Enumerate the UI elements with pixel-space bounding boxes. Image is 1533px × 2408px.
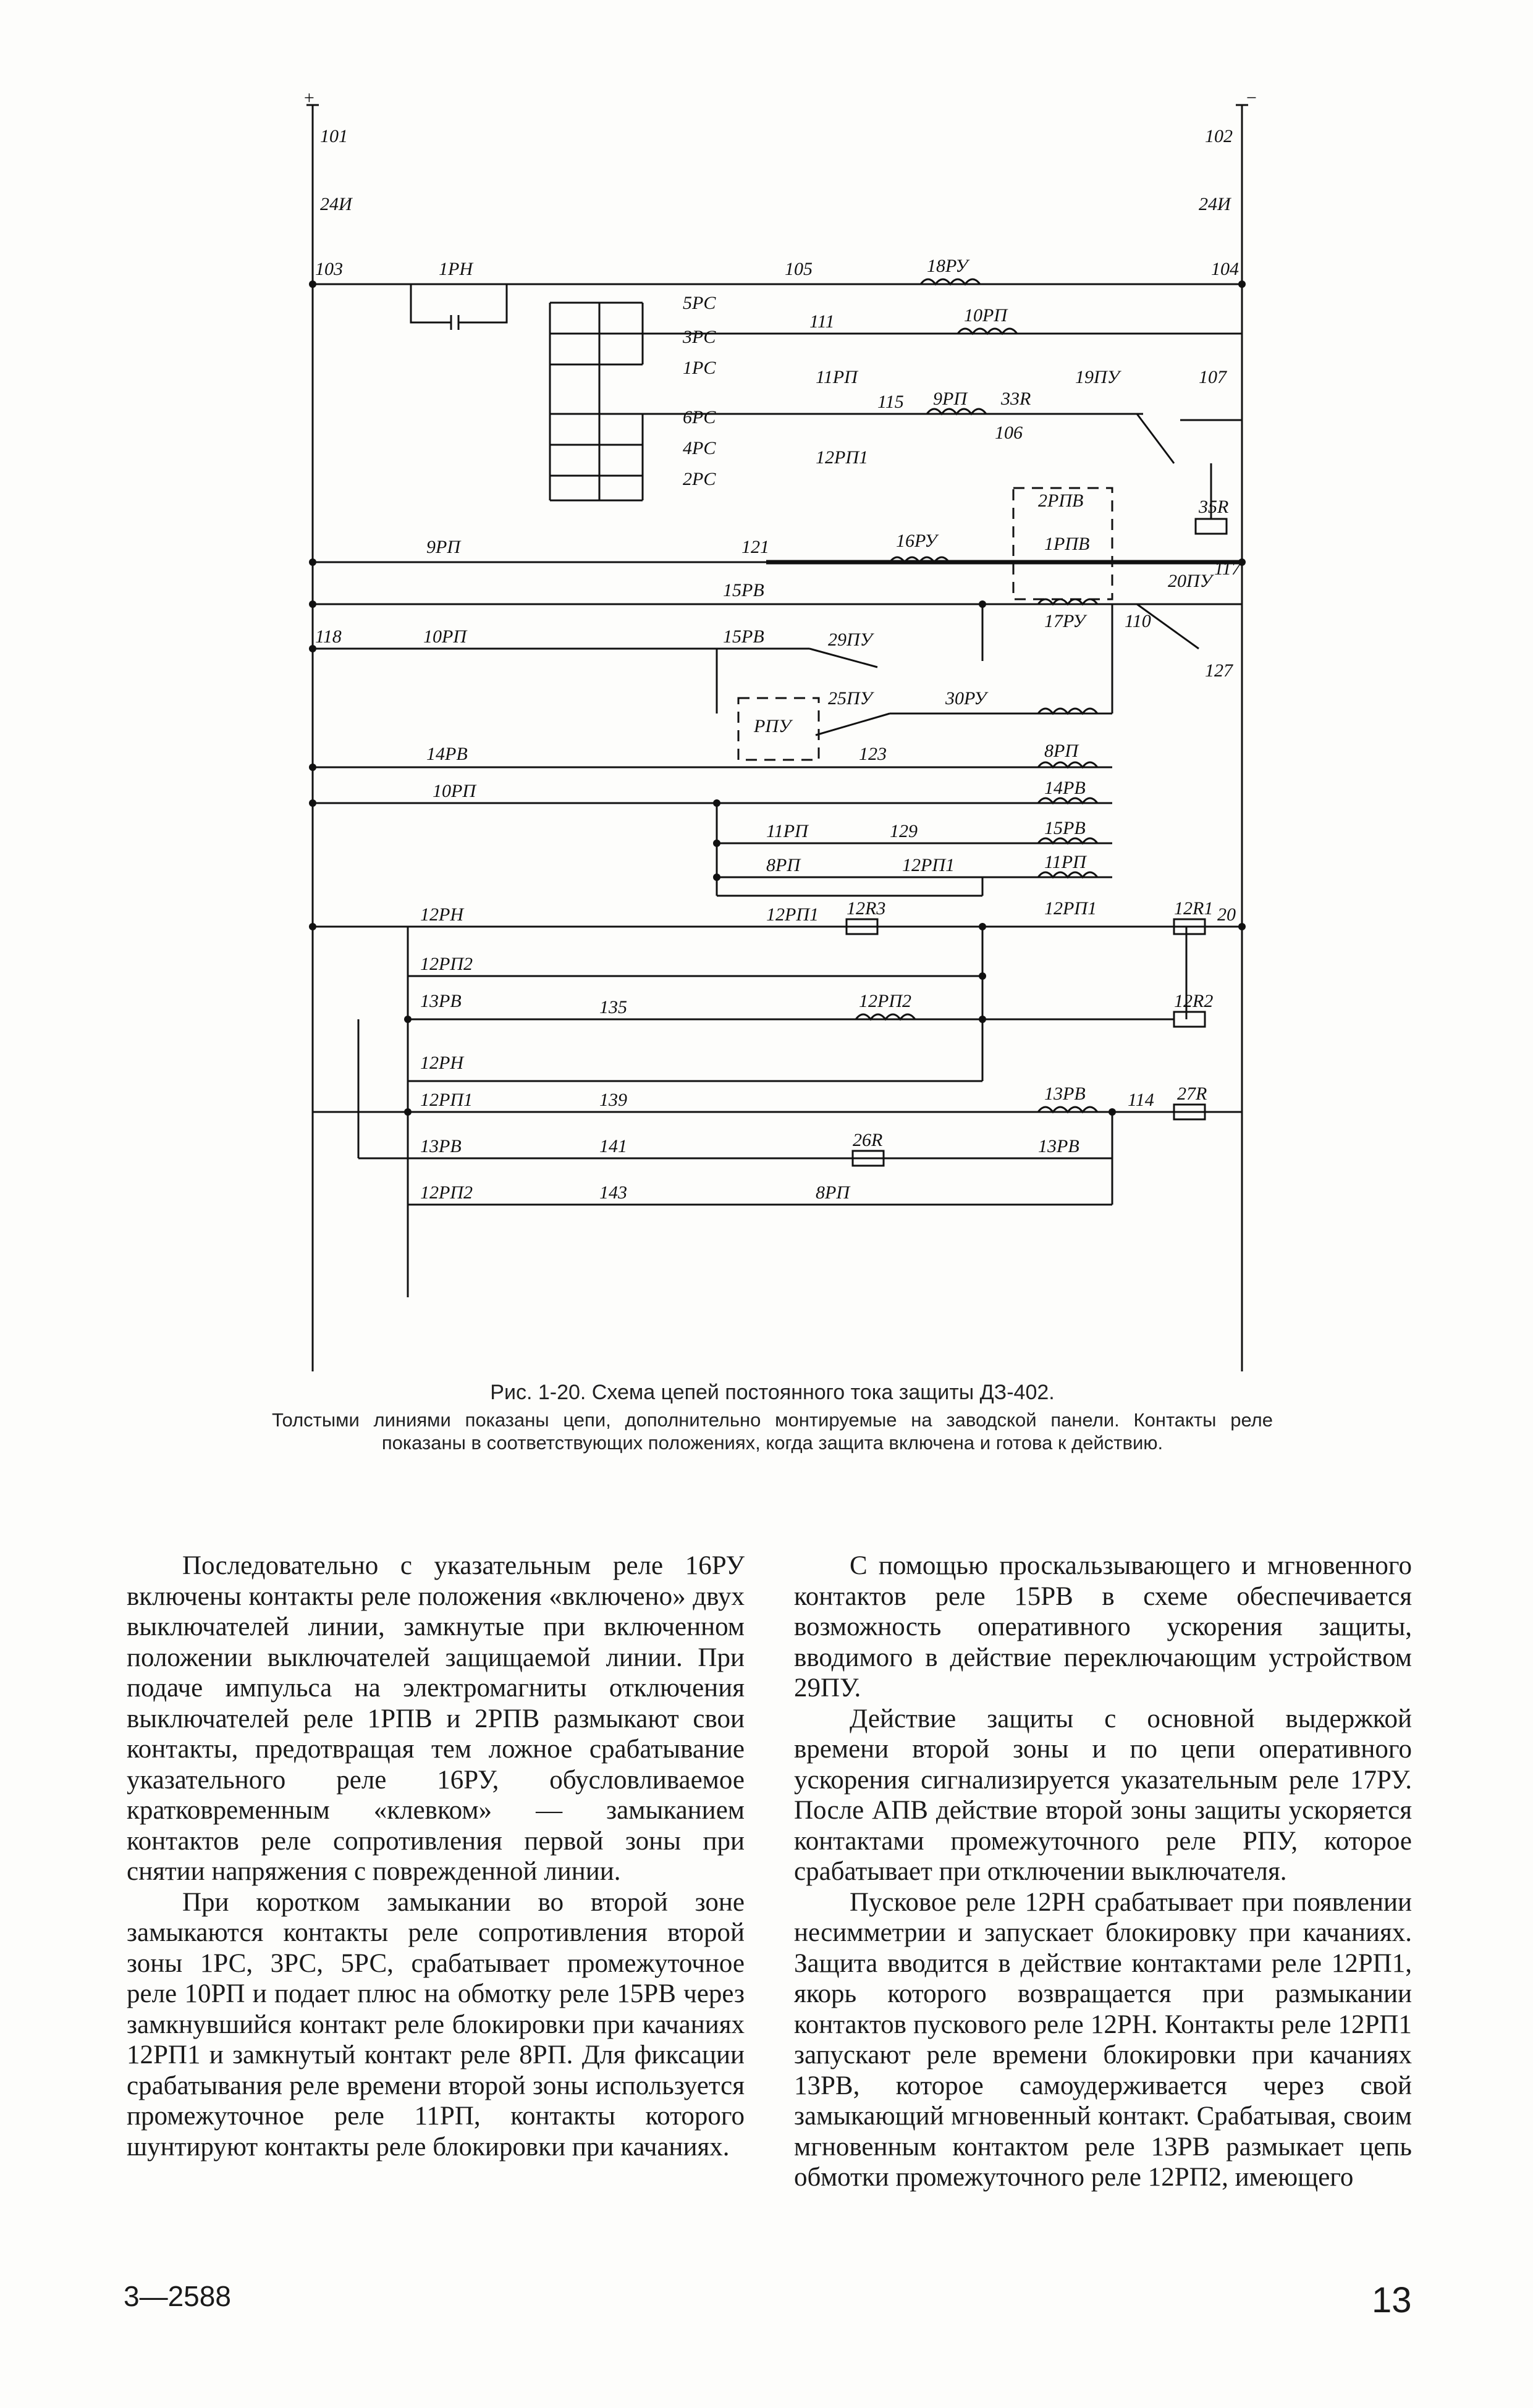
- node-121-label: 121: [741, 537, 769, 557]
- switch-25pu-label: 25ПУ: [828, 688, 875, 709]
- node-139-label: 139: [599, 1090, 627, 1110]
- relay-10rp-label: 10РП: [964, 305, 1008, 326]
- node-105-label: 105: [785, 259, 813, 279]
- node-123-label: 123: [859, 744, 887, 764]
- contact-10rp-label: 10РП: [423, 626, 468, 647]
- node-106-label: 106: [995, 423, 1023, 443]
- node-20-label: 20: [1217, 904, 1236, 925]
- contact-14rv-label: 14РВ: [426, 744, 468, 764]
- node-118-label: 118: [315, 626, 342, 647]
- node-103-label: 103: [315, 259, 343, 279]
- relay-9rp-label: 9РП: [933, 389, 968, 409]
- node-117-label: 117: [1214, 558, 1242, 579]
- contact-8rp-b-label: 8РП: [816, 1182, 851, 1203]
- node-143-label: 143: [599, 1182, 627, 1203]
- switch-29pu-label: 29ПУ: [828, 629, 875, 650]
- contact-12rp2-b-label: 12РП2: [420, 1182, 473, 1203]
- paragraph: Последовательно с указательным реле 16РУ…: [127, 1551, 745, 1886]
- contact-1rs-label: 1РС: [683, 358, 716, 378]
- paragraph: Действие защиты с основной выдержкой вре…: [794, 1704, 1412, 1887]
- contact-9rp-label: 9РП: [426, 537, 462, 557]
- resistor-26r-label: 26R: [853, 1130, 882, 1150]
- caption-title: Рис. 1-20. Схема цепей постоянного тока …: [490, 1381, 1055, 1404]
- node-115-label: 115: [877, 392, 904, 412]
- node-104-label: 104: [1211, 259, 1239, 279]
- text-column-left: Последовательно с указательным реле 16РУ…: [127, 1551, 745, 2162]
- node-129-label: 129: [890, 821, 918, 841]
- switch-19pu-label: 19ПУ: [1075, 367, 1122, 387]
- contact-6rs-label: 6РС: [683, 407, 716, 427]
- contact-13rv-b-label: 13РВ: [420, 1136, 462, 1156]
- contact-13rv-c-label: 13РВ: [1038, 1136, 1079, 1156]
- contact-12rp1-b-label: 12РП1: [766, 904, 819, 925]
- resistor-12r2-label: 12R2: [1174, 991, 1213, 1011]
- contact-2rs-label: 2РС: [683, 469, 716, 489]
- contact-5rs-label: 5РС: [683, 293, 716, 313]
- relay-15rv-label: 15РВ: [1044, 818, 1086, 838]
- contact-12rp1-label: 12РП1: [902, 855, 955, 875]
- node-111-label: 111: [809, 311, 835, 332]
- relay-rpu-label: РПУ: [753, 716, 793, 736]
- minus-label: −: [1245, 93, 1257, 108]
- node-101-label: 101: [320, 126, 348, 146]
- contact-10rp-b-label: 10РП: [433, 781, 477, 801]
- contact-3rs-label: 3РС: [682, 327, 716, 347]
- paragraph: При коротком замыкании во второй зоне за…: [127, 1887, 745, 2162]
- contact-12rn-label: 12РН: [420, 904, 465, 925]
- resistor-12r1-label: 12R1: [1174, 898, 1213, 919]
- contact-13rv-label: 13РВ: [420, 991, 462, 1011]
- node-110-label: 110: [1125, 611, 1151, 631]
- relay-13rv-label: 13РВ: [1044, 1084, 1086, 1104]
- contact-12rp2-label: 12РП2: [420, 954, 473, 974]
- relay-14rv-label: 14РВ: [1044, 778, 1086, 798]
- relay-17ru-label: 17РУ: [1044, 611, 1087, 631]
- relay-18ru-label: 18РУ: [927, 256, 970, 276]
- relay-2rpv-label: 2РПВ: [1038, 490, 1083, 511]
- node-102-label: 102: [1205, 126, 1233, 146]
- text-column-right: С помощью проскальзывающего и мгновенног…: [794, 1551, 1412, 2193]
- figure-caption: Рис. 1-20. Схема цепей постоянного тока …: [272, 1381, 1273, 1454]
- contact-15rv-b-label: 15РВ: [723, 626, 764, 647]
- resistor-35r-label: 35R: [1198, 497, 1228, 517]
- paragraph: С помощью проскальзывающего и мгновенног…: [794, 1551, 1412, 1703]
- resistor-12r3-label: 12R3: [847, 898, 885, 919]
- relay-12rp1-label: 12РП1: [816, 447, 868, 468]
- relay-30ru-label: 30РУ: [945, 688, 989, 709]
- node-107-label: 107: [1199, 367, 1228, 387]
- caption-description: Толстыми линиями показаны цепи, дополнит…: [272, 1409, 1273, 1454]
- node-127-label: 127: [1205, 660, 1234, 681]
- resistor-33r-label: 33R: [1000, 389, 1031, 409]
- contact-12rn-b-label: 12РН: [420, 1053, 465, 1073]
- relay-8rp-label: 8РП: [1044, 741, 1079, 761]
- terminal-24i-right-label: 24И: [1199, 194, 1232, 214]
- contact-4rs-label: 4РС: [683, 438, 716, 458]
- relay-12rp2-label: 12РП2: [859, 991, 911, 1011]
- terminal-24i-left-label: 24И: [320, 194, 353, 214]
- relay-11rp-b-label: 11РП: [1044, 852, 1087, 872]
- relay-16ru-label: 16РУ: [896, 531, 939, 551]
- relay-1rn-label: 1РН: [439, 259, 474, 279]
- node-114-label: 114: [1128, 1090, 1154, 1110]
- page-number: 13: [1372, 2280, 1412, 2320]
- relay-12rp1-b-label: 12РП1: [1044, 898, 1097, 919]
- plus-label: +: [303, 93, 315, 108]
- paragraph: Пусковое реле 12РН срабатывает при появл…: [794, 1887, 1412, 2192]
- contact-15rv-a-label: 15РВ: [723, 580, 764, 600]
- signature-mark: 3—2588: [124, 2280, 231, 2312]
- node-141-label: 141: [599, 1136, 627, 1156]
- relay-1rpv-label: 1РПВ: [1044, 534, 1089, 554]
- contact-11rp-label: 11РП: [766, 821, 809, 841]
- contact-8rp-label: 8РП: [766, 855, 801, 875]
- relay-11rp-label: 11РП: [816, 367, 859, 387]
- switch-20pu-label: 20ПУ: [1168, 571, 1215, 591]
- resistor-27r-label: 27R: [1177, 1084, 1207, 1104]
- circuit-diagram: + − 101 102 24И 24И 103 104 105 1РН 18РУ…: [272, 88, 1273, 1378]
- contact-12rp1-c-label: 12РП1: [420, 1090, 473, 1110]
- node-135-label: 135: [599, 997, 627, 1017]
